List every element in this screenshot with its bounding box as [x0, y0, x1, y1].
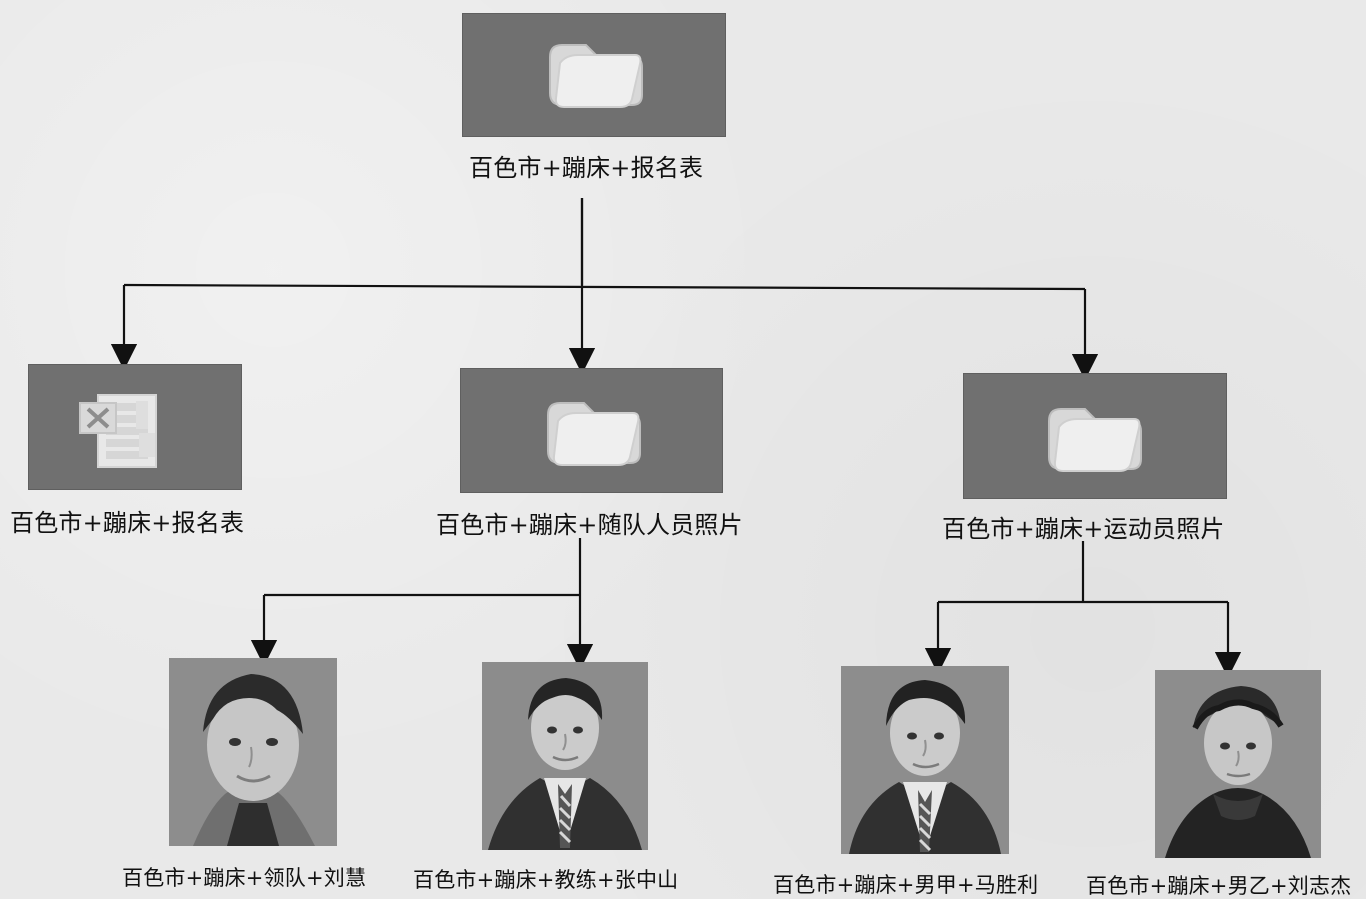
athlete-two-label: 百色市+蹦床+男乙+刘志杰 — [1086, 874, 1352, 898]
root-horizontal-line — [123, 283, 1086, 291]
portrait-man-casual-photo — [1155, 670, 1321, 858]
root-node: 百色市+蹦床+报名表 — [462, 13, 726, 183]
athlete-one-photo-node: 百色市+蹦床+男甲+马胜利 — [770, 666, 1070, 896]
leader-label: 百色市+蹦床+领队+刘慧 — [122, 866, 367, 890]
folder-icon — [460, 368, 723, 493]
portrait-man-suit-photo — [841, 666, 1009, 854]
portrait-woman-graphic — [169, 658, 337, 846]
excel-node: 百色市+蹦床+报名表 — [10, 364, 278, 536]
leader-photo-node: 百色市+蹦床+领队+刘慧 — [120, 658, 410, 894]
excel-file-icon — [28, 364, 242, 490]
coach-label: 百色市+蹦床+教练+张中山 — [413, 868, 679, 892]
folder-icon-graphic — [549, 44, 643, 108]
excel-icon-graphic — [79, 394, 157, 468]
folder-icon-graphic — [1048, 408, 1142, 472]
portrait-athlete-one-graphic — [841, 666, 1009, 854]
athlete-one-label: 百色市+蹦床+男甲+马胜利 — [773, 873, 1039, 897]
athletes-folder-node: 百色市+蹦床+运动员照片 — [942, 373, 1273, 549]
staff-folder-label: 百色市+蹦床+随队人员照片 — [436, 511, 743, 539]
staff-folder-node: 百色市+蹦床+随队人员照片 — [436, 368, 790, 546]
athlete-two-photo-node: 百色市+蹦床+男乙+刘志杰 — [1084, 670, 1366, 899]
portrait-coach-graphic — [482, 662, 648, 850]
portrait-woman-photo — [169, 658, 337, 846]
athletes-folder-label: 百色市+蹦床+运动员照片 — [942, 515, 1225, 543]
folder-icon-graphic — [547, 402, 641, 466]
portrait-man-suit-photo — [482, 662, 648, 850]
folder-icon — [963, 373, 1227, 499]
root-label: 百色市+蹦床+报名表 — [469, 154, 704, 182]
folder-icon — [462, 13, 726, 137]
excel-label: 百色市+蹦床+报名表 — [10, 509, 245, 537]
portrait-athlete-two-graphic — [1155, 670, 1321, 858]
coach-photo-node: 百色市+蹦床+教练+张中山 — [410, 662, 700, 894]
